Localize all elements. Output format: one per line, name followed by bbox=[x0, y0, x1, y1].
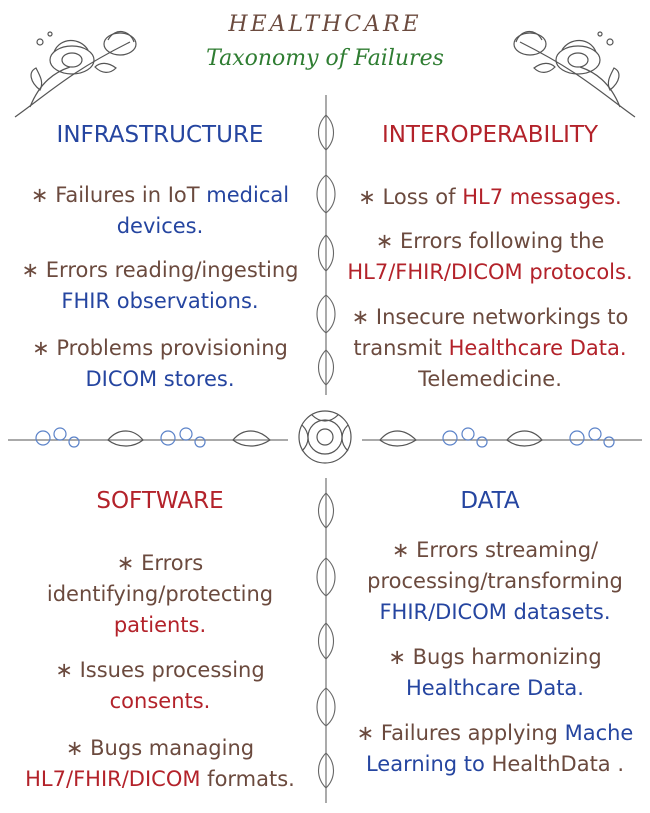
section-title-data: DATA bbox=[460, 488, 520, 514]
item-text: ∗ Issues processing bbox=[55, 658, 265, 682]
item-highlight: consents. bbox=[109, 689, 211, 713]
item-text: ∗ Problems provisioning bbox=[32, 336, 288, 360]
item-text: ∗ Errors streaming/ processing/transform… bbox=[367, 538, 623, 593]
item-text: ∗ Failures in IoT bbox=[30, 183, 200, 207]
item-text: ∗ Errors identifying/protecting bbox=[46, 551, 274, 606]
list-item-infrastructure-3: ∗ Problems provisioning DICOM stores. bbox=[20, 333, 300, 395]
item-highlight: patients. bbox=[113, 613, 207, 637]
item-text: ∗ Loss of bbox=[358, 185, 456, 209]
item-text: ∗ Failures applying bbox=[356, 721, 558, 745]
list-item-software-1: ∗ Errors identifying/protecting patients… bbox=[30, 548, 290, 641]
list-item-software-3: ∗ Bugs managing HL7/FHIR/DICOM formats. bbox=[5, 733, 315, 795]
item-text: ∗ Bugs harmonizing bbox=[388, 645, 602, 669]
item-suffix: formats. bbox=[207, 767, 295, 791]
item-highlight: DICOM stores. bbox=[85, 367, 235, 391]
item-highlight: FHIR observations. bbox=[61, 289, 259, 313]
item-highlight: medical devices. bbox=[116, 183, 290, 238]
item-highlight: HL7 messages. bbox=[462, 185, 622, 209]
section-title-software: SOFTWARE bbox=[96, 488, 224, 514]
page-subtitle: Taxonomy of Failures bbox=[206, 46, 444, 71]
item-highlight: Mache Learning to bbox=[365, 721, 634, 776]
vertical-leaf-divider-bottom-icon bbox=[316, 478, 336, 803]
item-suffix: HealthData . bbox=[491, 752, 625, 776]
item-text: ∗ Errors following the bbox=[375, 229, 605, 253]
floral-corner-top-left-icon bbox=[14, 31, 137, 118]
list-item-data-1: ∗ Errors streaming/ processing/transform… bbox=[355, 535, 635, 628]
item-highlight: Healthcare Data. bbox=[406, 676, 584, 700]
item-highlight: HL7/FHIR/DICOM protocols. bbox=[347, 260, 633, 284]
center-rose-icon bbox=[298, 410, 352, 464]
floral-corner-top-right-icon bbox=[513, 31, 636, 118]
item-text: ∗ Bugs managing bbox=[65, 736, 255, 760]
item-text: ∗ Errors reading/ingesting bbox=[21, 258, 299, 282]
section-title-interoperability: INTEROPERABILITY bbox=[381, 122, 599, 148]
list-item-interoperability-3: ∗ Insecure networkings to transmit Healt… bbox=[335, 302, 645, 395]
page-title: HEALTHCARE bbox=[228, 12, 422, 37]
horizontal-floral-divider-right-icon bbox=[362, 427, 642, 448]
list-item-software-2: ∗ Issues processing consents. bbox=[20, 655, 300, 717]
section-title-infrastructure: INFRASTRUCTURE bbox=[56, 122, 264, 148]
item-text: ∗ Insecure networkings to transmit bbox=[351, 305, 629, 360]
horizontal-floral-divider-left-icon bbox=[8, 427, 288, 448]
list-item-infrastructure-1: ∗ Failures in IoT medical devices. bbox=[10, 180, 310, 242]
list-item-infrastructure-2: ∗ Errors reading/ingesting FHIR observat… bbox=[0, 255, 320, 317]
list-item-interoperability-2: ∗ Errors following the HL7/FHIR/DICOM pr… bbox=[335, 226, 645, 288]
vertical-leaf-divider-top-icon bbox=[316, 95, 336, 395]
list-item-data-3: ∗ Failures applying Mache Learning to He… bbox=[355, 718, 635, 780]
item-suffix: Telemedicine. bbox=[418, 367, 562, 391]
item-highlight: Healthcare Data. bbox=[448, 336, 627, 360]
list-item-data-2: ∗ Bugs harmonizing Healthcare Data. bbox=[355, 642, 635, 704]
item-highlight: FHIR/DICOM datasets. bbox=[379, 600, 611, 624]
item-highlight: HL7/FHIR/DICOM bbox=[25, 767, 201, 791]
list-item-interoperability-1: ∗ Loss of HL7 messages. bbox=[335, 182, 645, 213]
